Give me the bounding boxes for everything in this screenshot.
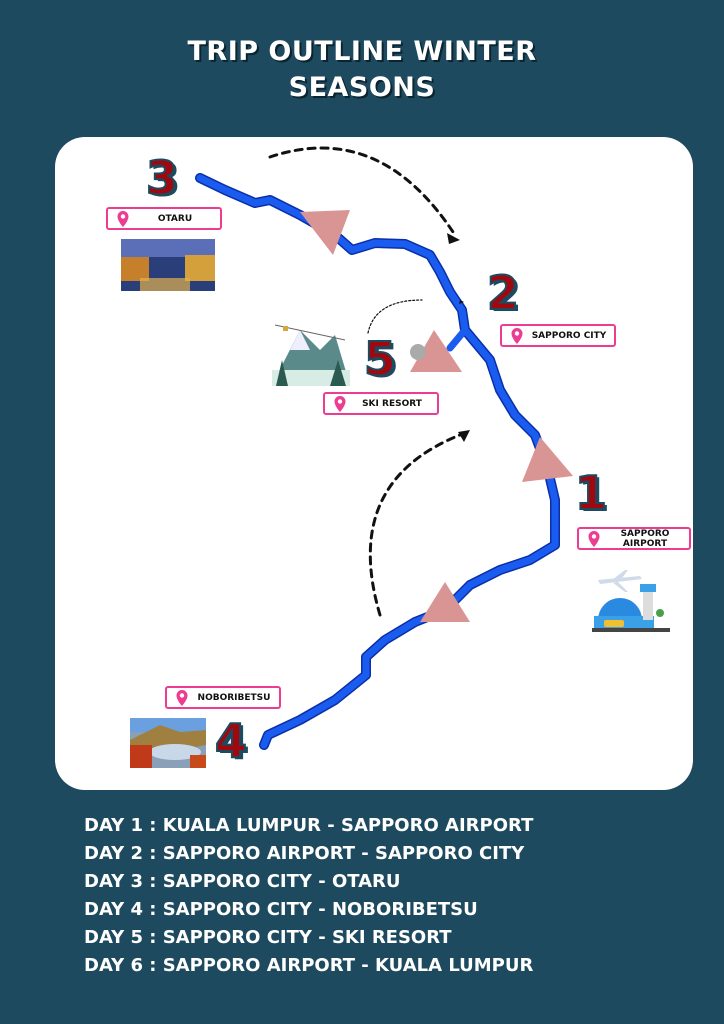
direction-arrow: [420, 582, 470, 622]
itinerary-list: DAY 1 : KUALA LUMPUR - SAPPORO AIRPORT D…: [84, 812, 533, 980]
stop-number-2: 2: [486, 266, 520, 320]
location-label-noboribetsu: NOBORIBETSU: [165, 686, 281, 709]
route-branch-ski: [446, 326, 469, 352]
stop-number-1: 1: [574, 466, 608, 520]
airport-illustration: [592, 570, 670, 632]
arrowhead-icon: [459, 300, 464, 304]
location-label-sapporo-airport: SAPPORO AIRPORT: [577, 527, 691, 550]
location-name: SAPPORO CITY: [531, 330, 607, 341]
itinerary-day-2: DAY 2 : SAPPORO AIRPORT - SAPPORO CITY: [84, 843, 525, 864]
itinerary-day-5: DAY 5 : SAPPORO CITY - SKI RESORT: [84, 927, 452, 948]
stop-number-3: 3: [145, 151, 179, 205]
ski-location-dot: [410, 344, 426, 360]
itinerary-day-4: DAY 4 : SAPPORO CITY - NOBORIBETSU: [84, 899, 478, 920]
itinerary-day-1: DAY 1 : KUALA LUMPUR - SAPPORO AIRPORT: [84, 815, 534, 836]
map-pin-icon: [511, 327, 523, 344]
location-label-ski-resort: SKI RESORT: [323, 392, 439, 415]
ski-resort-illustration: [272, 324, 350, 386]
map-pin-icon: [176, 689, 188, 706]
location-label-otaru: OTARU: [106, 207, 222, 230]
direction-arrow: [300, 210, 350, 255]
map-pin-icon: [588, 530, 600, 547]
map-pin-icon: [117, 210, 129, 227]
page-title-line-1: TRIP OUTLINE WINTER: [187, 36, 537, 67]
otaru-photo: [121, 239, 215, 291]
noboribetsu-photo: [130, 718, 206, 768]
direction-arrow: [410, 330, 462, 372]
arrowhead-icon: [447, 233, 460, 244]
location-name: SKI RESORT: [362, 398, 422, 409]
page-title-line-2: SEASONS: [288, 72, 436, 103]
itinerary-day-3: DAY 3 : SAPPORO CITY - OTARU: [84, 871, 401, 892]
map-pin-icon: [334, 395, 346, 412]
location-name: OTARU: [157, 213, 193, 224]
location-name: NOBORIBETSU: [197, 692, 271, 703]
route-line: [195, 173, 560, 750]
arrowhead-icon: [458, 430, 470, 442]
dashed-arrow-noboribetsu: [368, 431, 467, 617]
location-label-sapporo-city: SAPPORO CITY: [500, 324, 616, 347]
direction-arrow: [522, 437, 573, 482]
dashed-arrow-otaru: [268, 146, 457, 237]
stop-number-5: 5: [363, 332, 397, 386]
itinerary-day-6: DAY 6 : SAPPORO AIRPORT - KUALA LUMPUR: [84, 955, 534, 976]
location-name: SAPPORO AIRPORT: [620, 528, 670, 549]
stop-number-4: 4: [214, 714, 248, 768]
dashed-arrow-ski: [367, 299, 423, 334]
